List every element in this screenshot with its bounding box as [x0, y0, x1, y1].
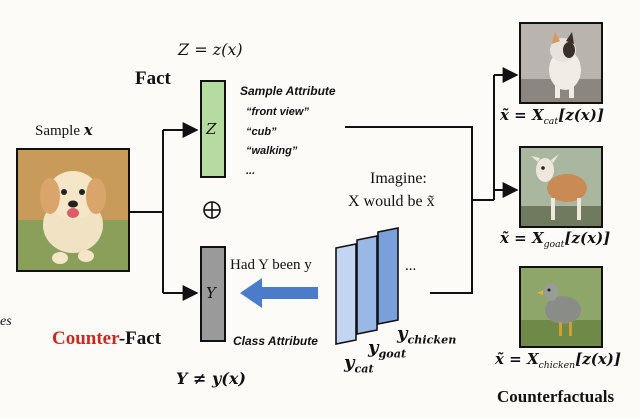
formula-goat: x̃ = Xgoat[z(x)]	[500, 229, 610, 250]
attribute-ellipsis: ...	[246, 165, 256, 177]
class-attribute-label: Class Attribute	[233, 334, 318, 348]
imagine-line1: Imagine:	[370, 170, 427, 187]
y-neq-equation: Y ≠ y(x)	[176, 369, 246, 388]
imagine-line2: X would be x̃	[348, 193, 435, 210]
output-chicken-image	[519, 266, 603, 348]
z-box-label: Z	[206, 120, 217, 138]
counterfactuals-label: Counterfactuals	[497, 387, 615, 406]
z-latent-box: Z	[200, 80, 226, 178]
formula-goat-post: [z(x)]	[564, 229, 611, 247]
formula-cat-sub: cat	[543, 116, 559, 127]
decoder-stack	[335, 227, 399, 345]
formula-goat-pre: x̃ = X	[500, 229, 544, 247]
had-y-been-y-label: Had Y been y	[230, 257, 312, 273]
fact-suffix: -Fact	[118, 328, 162, 349]
formula-chicken-pre: x̃ = X	[495, 350, 539, 368]
formula-chicken-sub: chicken	[538, 360, 576, 371]
y-goat-sub: goat	[378, 347, 407, 361]
formula-cat-post: [z(x)]	[558, 106, 604, 124]
formula-goat-sub: goat	[543, 239, 565, 250]
formula-cat: x̃ = Xcat[z(x)]	[500, 106, 604, 127]
y-cat-label: ycat	[344, 352, 374, 376]
attribute-line	[345, 126, 473, 294]
oplus-symbol	[203, 201, 221, 219]
sample-label: Sample x	[35, 121, 93, 140]
counter-fact-label: Counter-Fact	[52, 328, 161, 350]
output-goat-image	[519, 146, 603, 228]
formula-chicken-post: [z(x)]	[575, 350, 621, 368]
y-class-box: Y	[200, 246, 226, 342]
fact-label: Fact	[135, 68, 171, 89]
sample-attribute-title: Sample Attribute	[240, 84, 336, 98]
y-chicken-label: ychicken	[397, 323, 457, 347]
sample-prefix: Sample	[35, 123, 80, 139]
cut-off-text: es	[0, 314, 12, 329]
y-box-label: Y	[206, 284, 216, 302]
attribute-front-view: “front view”	[246, 106, 309, 118]
class-attribute-blue-arrow	[240, 278, 318, 308]
attribute-walking: “walking”	[246, 145, 298, 157]
y-goat-label: ygoat	[368, 337, 407, 361]
decoder-ellipsis: ...	[405, 258, 417, 274]
attribute-cub: “cub”	[246, 126, 277, 138]
counter-word: Counter	[52, 328, 119, 349]
output-cat-image	[519, 22, 603, 104]
sample-puppy-image	[16, 148, 130, 272]
sample-var: x	[83, 121, 93, 139]
formula-cat-pre: x̃ = X	[500, 106, 544, 124]
y-cat-sub: cat	[354, 362, 374, 376]
z-definition-equation: Z = z(x)	[178, 40, 243, 59]
formula-chicken: x̃ = Xchicken[z(x)]	[495, 350, 621, 371]
y-chicken-sub: chicken	[407, 333, 457, 347]
